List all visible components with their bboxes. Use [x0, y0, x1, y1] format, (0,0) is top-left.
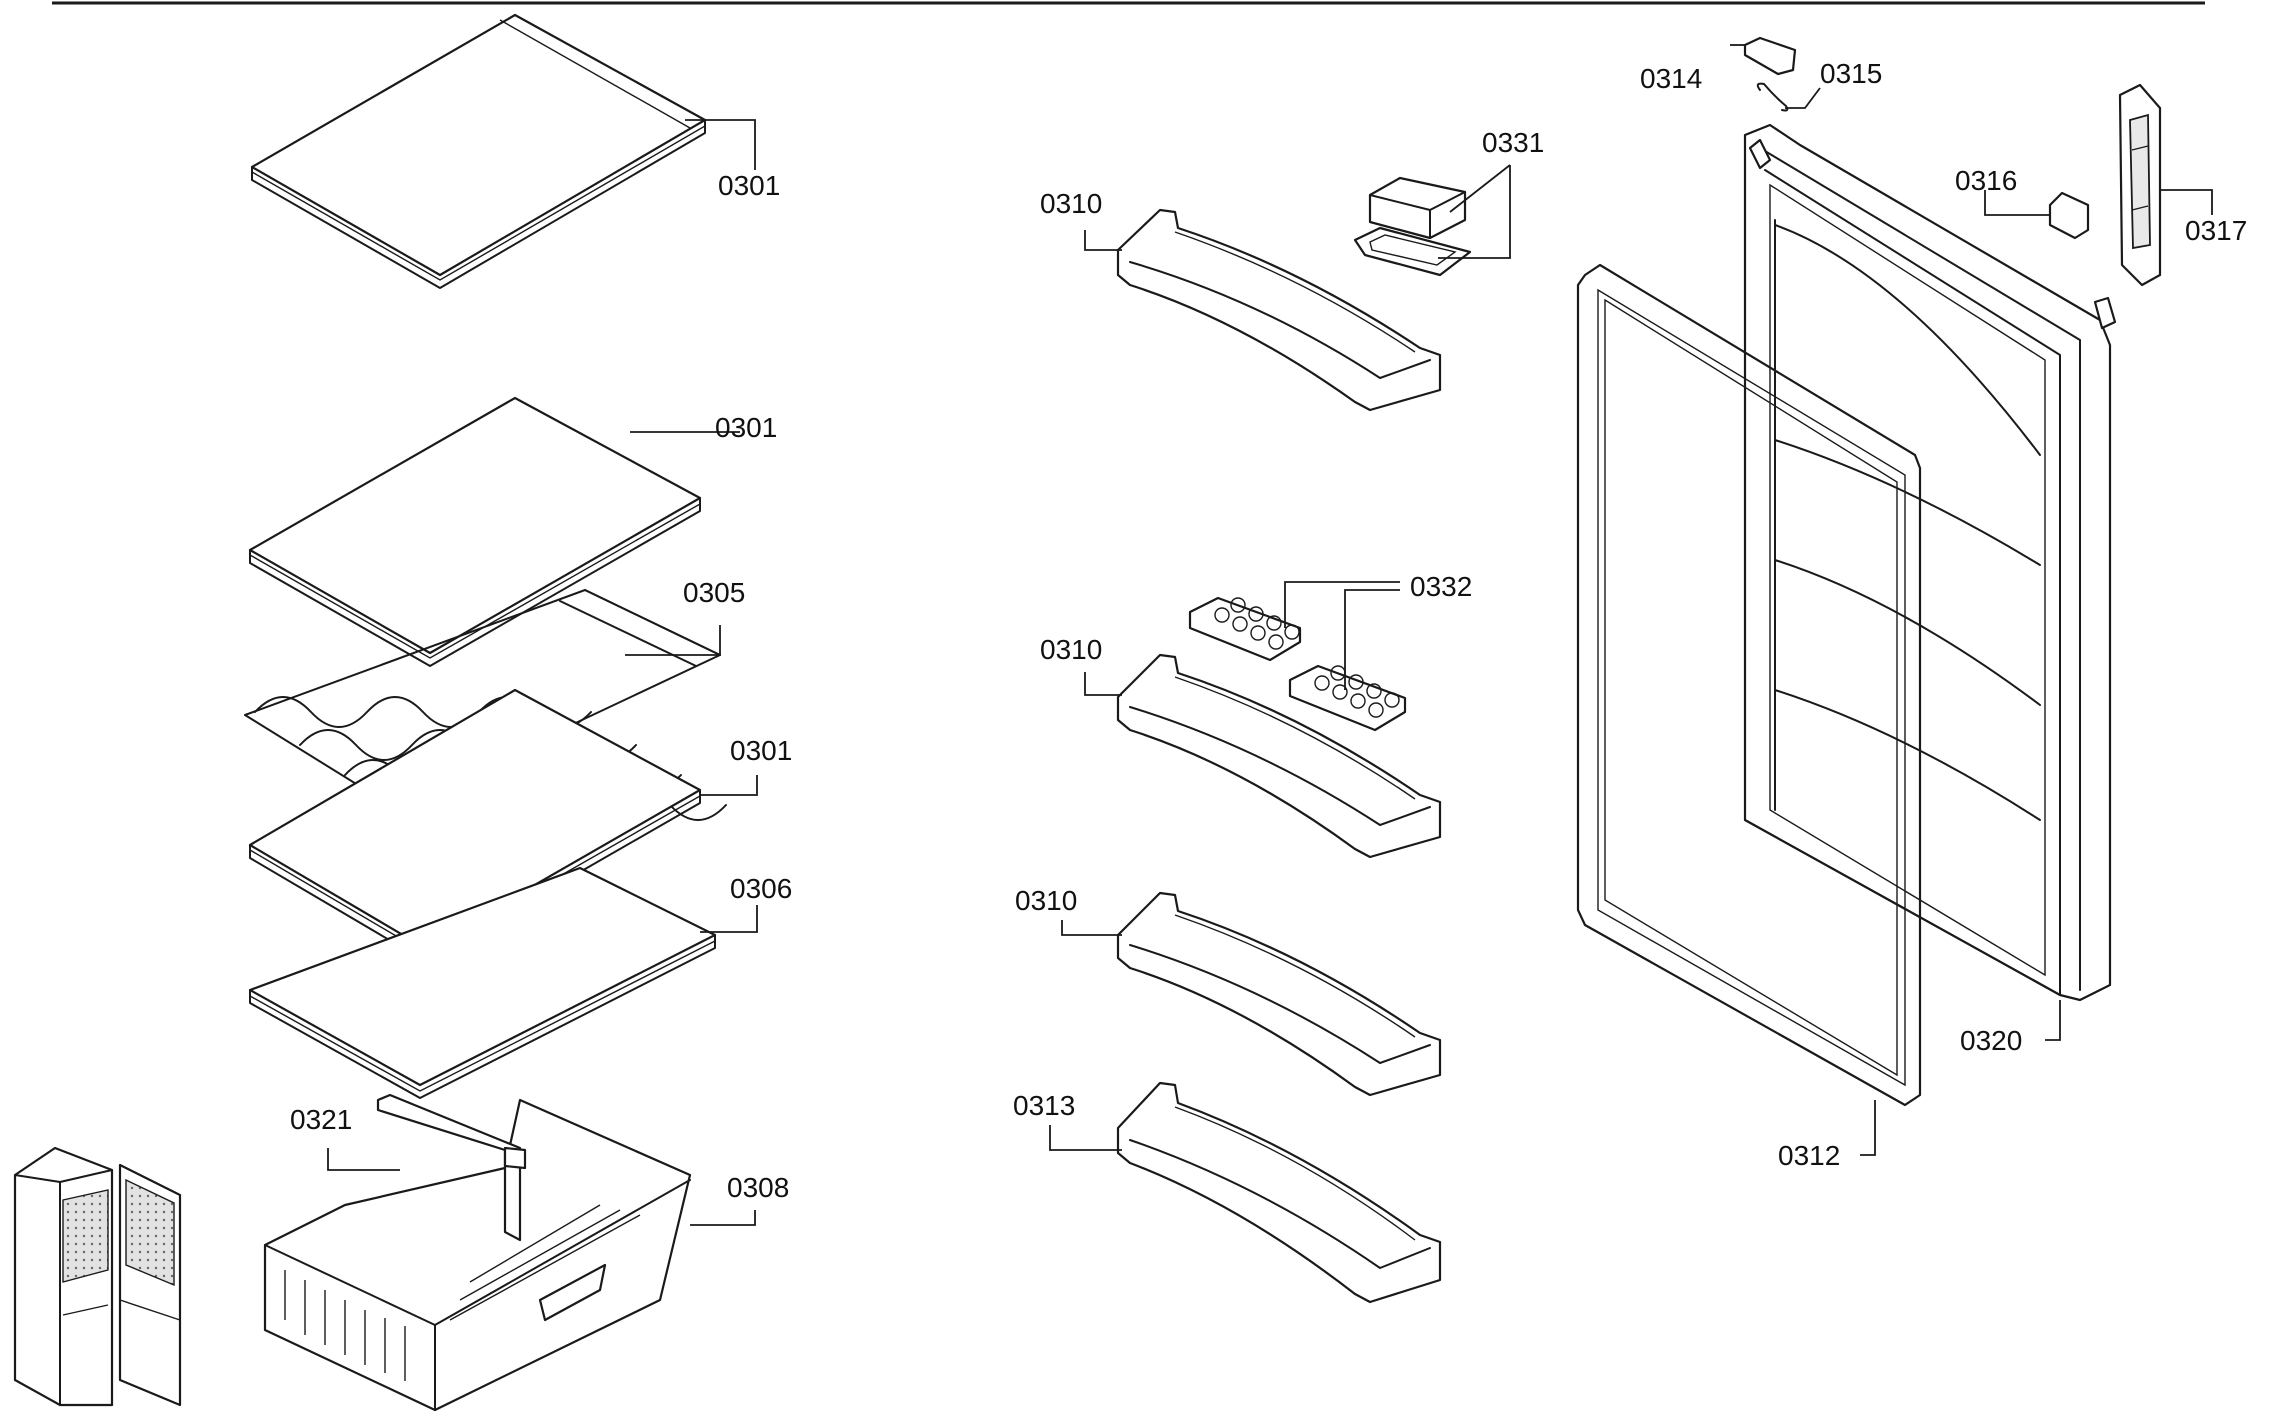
hinge-cover[interactable]: [1730, 36, 1797, 76]
label-hinge-spring: 0315: [1820, 58, 1882, 89]
door-bin-1[interactable]: [1084, 208, 1442, 412]
label-egg-trays: 0332: [1410, 571, 1472, 602]
egg-tray-leader-2: [1344, 589, 1400, 690]
crisper-drawer[interactable]: [263, 1098, 756, 1412]
crisper-divider[interactable]: [327, 1093, 527, 1242]
label-crisper-drawer: 0308: [727, 1172, 789, 1203]
label-butter-box: 0331: [1482, 127, 1544, 158]
fridge-door[interactable]: [1743, 123, 2117, 1041]
label-door-bin-1: 0310: [1040, 188, 1102, 219]
label-door-cap: 0316: [1955, 165, 2017, 196]
label-hinge-cover: 0314: [1640, 63, 1702, 94]
door-bin-2[interactable]: [1084, 653, 1442, 859]
egg-tray-2[interactable]: [1288, 664, 1407, 732]
label-hinge-plate: 0317: [2185, 215, 2247, 246]
glass-shelf-mid[interactable]: [248, 396, 740, 667]
label-wine-rack: 0305: [683, 577, 745, 608]
label-door-bin-bottom: 0313: [1013, 1090, 1075, 1121]
egg-tray-leader: [1284, 581, 1400, 628]
label-fridge-door: 0320: [1960, 1025, 2022, 1056]
door-bin-bottom[interactable]: [1049, 1081, 1442, 1304]
door-bin-3[interactable]: [1061, 891, 1442, 1097]
label-crisper-cover: 0306: [730, 873, 792, 904]
label-shelf-top: 0301: [718, 170, 780, 201]
butter-box[interactable]: [1353, 164, 1511, 277]
fridge-thumbnail-icon: [13, 1146, 182, 1407]
label-door-bin-2: 0310: [1040, 634, 1102, 665]
label-crisper-divider: 0321: [290, 1104, 352, 1135]
label-door-bin-3: 0310: [1015, 885, 1077, 916]
label-door-gasket: 0312: [1778, 1140, 1840, 1171]
door-cap[interactable]: [1984, 190, 2090, 240]
crisper-cover-shelf[interactable]: [248, 866, 758, 1099]
hinge-plate[interactable]: [2118, 83, 2213, 287]
hinge-spring[interactable]: [1756, 82, 1821, 112]
label-shelf-mid: 0301: [715, 412, 777, 443]
egg-tray-1[interactable]: [1188, 596, 1302, 662]
door-gasket[interactable]: [1576, 263, 1922, 1156]
glass-shelf-top[interactable]: [250, 13, 756, 289]
label-shelf-lower: 0301: [730, 735, 792, 766]
